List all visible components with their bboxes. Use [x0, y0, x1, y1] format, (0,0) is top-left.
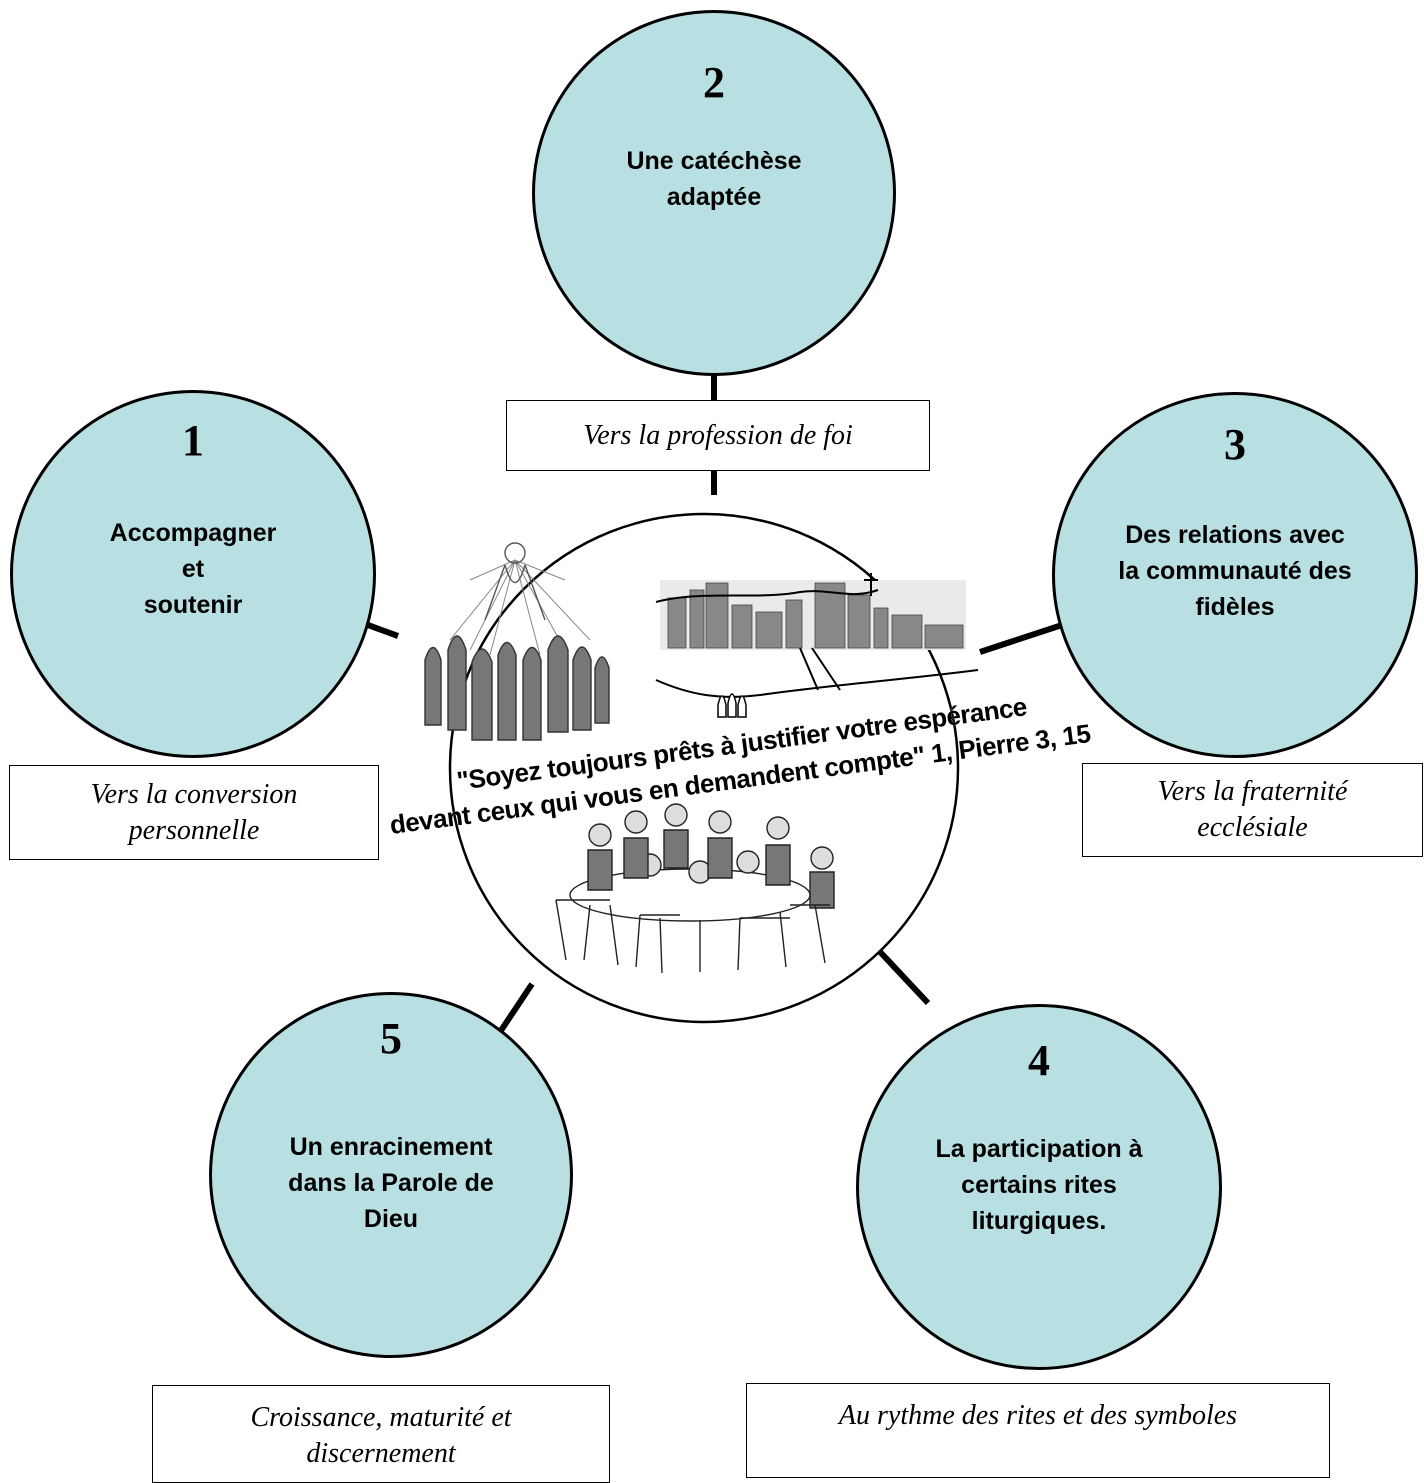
node-3-circle: 3 Des relations avec la communauté des f… [1052, 392, 1418, 758]
node-2-number: 2 [703, 58, 725, 107]
node-2-caption: Vers la profession de foi [506, 400, 930, 471]
city-skyline-illustration [655, 573, 979, 718]
node-3-caption: Vers la fraternité ecclésiale [1082, 763, 1423, 857]
node-2-label: Une catéchèse adaptée [626, 147, 802, 211]
table-group-illustration [555, 803, 835, 974]
connector-1 [366, 622, 400, 639]
node-1-number: 1 [182, 416, 204, 465]
node-5-label: Un enracinement dans la Parole de Dieu [288, 1133, 494, 1233]
node-1-circle: 1 Accompagner et soutenir [10, 390, 376, 758]
node-4-circle: 4 La participation à certains rites litu… [856, 1004, 1222, 1370]
node-4-number: 4 [1028, 1036, 1050, 1085]
node-3-label: Des relations avec la communauté des fid… [1118, 521, 1352, 621]
node-5-circle: 5 Un enracinement dans la Parole de Dieu [209, 992, 573, 1358]
node-5-caption: Croissance, maturité et discernement [152, 1385, 610, 1483]
node-2-circle: 2 Une catéchèse adaptée [532, 10, 896, 376]
node-1-caption: Vers la conversion personnelle [9, 765, 379, 860]
node-4-label: La participation à certains rites liturg… [935, 1135, 1143, 1235]
connector-5 [497, 982, 535, 1034]
node-1-label: Accompagner et soutenir [109, 519, 277, 619]
node-4-caption: Au rythme des rites et des symboles [746, 1383, 1330, 1478]
node-5-number: 5 [380, 1014, 402, 1063]
connector-3 [979, 622, 1063, 655]
disciples-illustration [424, 542, 610, 741]
node-3-number: 3 [1224, 420, 1246, 469]
